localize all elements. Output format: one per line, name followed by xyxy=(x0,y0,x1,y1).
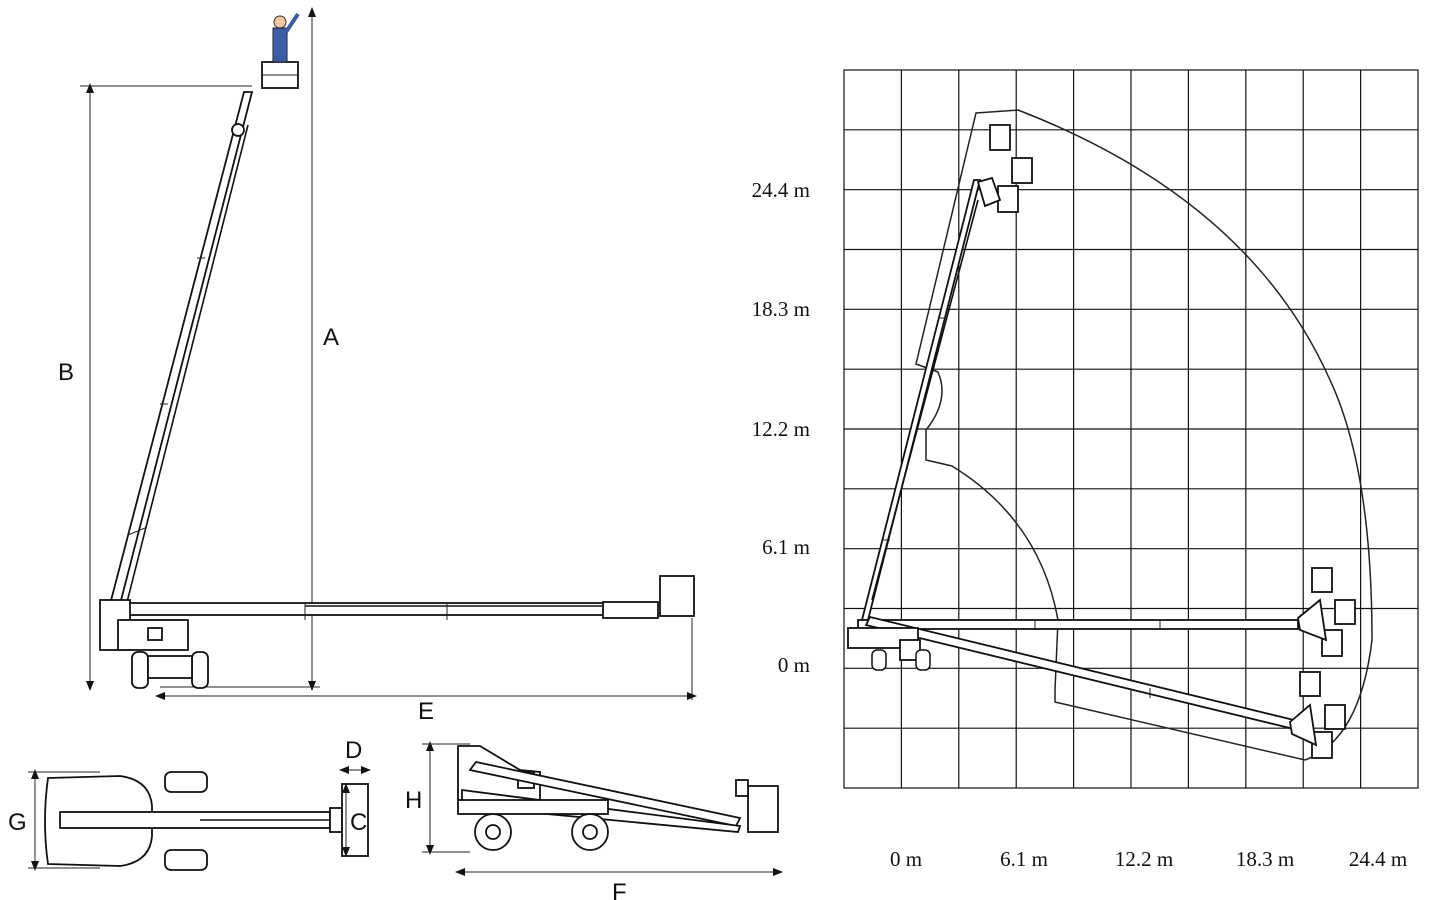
top-view: G D C xyxy=(8,737,371,871)
wheel-icon xyxy=(871,649,887,671)
boom-lift-icon xyxy=(847,124,1356,759)
dimension-g-label: G xyxy=(8,809,27,836)
x-axis-label: 18.3 m xyxy=(1236,847,1294,871)
wheel-icon xyxy=(915,649,931,671)
operator-icon xyxy=(272,12,300,63)
dimension-c-label: C xyxy=(350,809,367,836)
y-axis-label: 18.3 m xyxy=(752,297,810,321)
x-axis-label: 0 m xyxy=(890,847,922,871)
platform-basket-icon xyxy=(1334,599,1356,625)
side-elevation-view: B A E xyxy=(58,6,697,725)
working-range-chart: 24.4 m 18.3 m 12.2 m 6.1 m 0 m 0 m 6.1 m… xyxy=(752,69,1419,871)
wheel-icon xyxy=(164,849,208,871)
dimension-a-label: A xyxy=(323,324,339,351)
dimension-d-label: D xyxy=(345,737,362,764)
range-gridlines xyxy=(844,70,1418,788)
platform-basket-icon xyxy=(1311,567,1333,593)
dimension-e-label: E xyxy=(418,698,434,725)
dimension-f-label: F xyxy=(612,879,627,900)
dimension-b-label: B xyxy=(58,359,74,386)
platform-basket-icon xyxy=(1321,629,1343,657)
platform-basket-icon xyxy=(997,185,1019,213)
x-axis-label: 6.1 m xyxy=(1000,847,1048,871)
working-envelope xyxy=(915,109,1373,761)
y-axis-label: 12.2 m xyxy=(752,417,810,441)
y-axis-label: 24.4 m xyxy=(752,178,810,202)
wheel-icon xyxy=(191,651,209,689)
stowed-side-view: H F xyxy=(405,741,783,900)
platform-basket-icon xyxy=(1299,671,1321,697)
platform-basket-icon xyxy=(1011,157,1033,184)
wheel-icon xyxy=(164,771,208,793)
x-axis-label: 24.4 m xyxy=(1349,847,1407,871)
x-axis-labels: 0 m 6.1 m 12.2 m 18.3 m 24.4 m xyxy=(890,847,1407,871)
platform-basket-icon xyxy=(1324,704,1346,730)
platform-basket-icon xyxy=(1311,731,1333,759)
y-axis-labels: 24.4 m 18.3 m 12.2 m 6.1 m 0 m xyxy=(752,178,810,677)
dimension-h-label: H xyxy=(405,787,422,814)
boom-lift-icon xyxy=(99,12,695,689)
platform-basket-icon xyxy=(989,124,1011,151)
platform-basket-icon xyxy=(659,575,695,617)
y-axis-label: 0 m xyxy=(778,653,810,677)
wheel-icon xyxy=(131,651,149,689)
y-axis-label: 6.1 m xyxy=(762,535,810,559)
x-axis-label: 12.2 m xyxy=(1115,847,1173,871)
platform-basket-icon xyxy=(747,785,779,833)
